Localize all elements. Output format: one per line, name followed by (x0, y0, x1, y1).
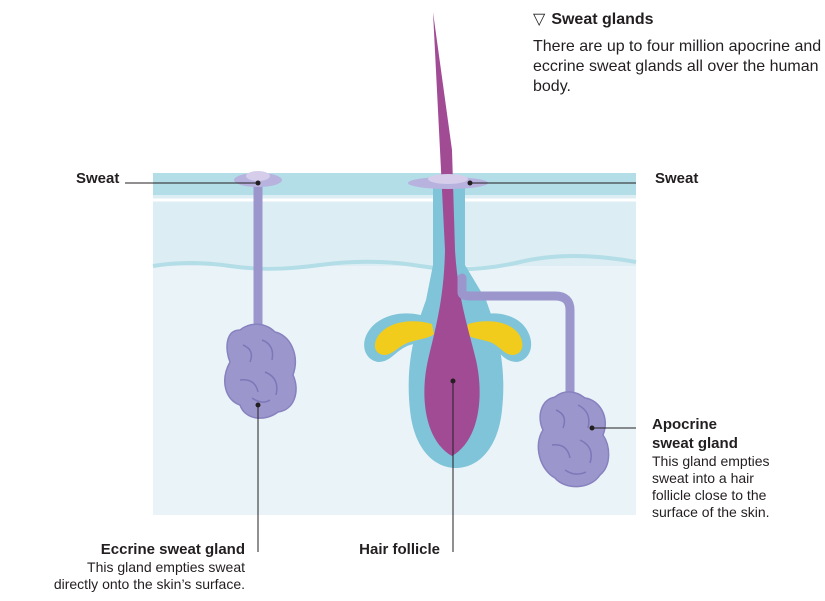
dot-hair-follicle (451, 379, 456, 384)
apocrine-desc-line-1: This gland empties (652, 453, 822, 470)
label-hair-follicle: Hair follicle (300, 540, 440, 559)
eccrine-title: Eccrine sweat gland (0, 540, 245, 559)
apocrine-desc-line-3: follicle close to the (652, 487, 822, 504)
triangle-marker-icon: ▽ (533, 11, 545, 28)
intro-title: Sweat glands (551, 11, 653, 28)
intro-heading: ▽ Sweat glands (533, 10, 654, 30)
apocrine-title-line-1: Apocrine (652, 415, 822, 434)
sweat-droplet-right-top (428, 174, 468, 184)
sweat-droplet-left-top (246, 171, 270, 181)
label-eccrine: Eccrine sweat gland This gland empties s… (0, 540, 245, 593)
dot-sweat-right (468, 181, 473, 186)
skin-surface-layer (153, 173, 636, 195)
apocrine-desc-line-4: surface of the skin. (652, 504, 822, 521)
dot-apocrine (590, 426, 595, 431)
eccrine-desc-line-1: This gland empties sweat (0, 559, 245, 576)
dot-sweat-left (256, 181, 261, 186)
label-sweat-left: Sweat (76, 169, 119, 188)
dot-eccrine (256, 403, 261, 408)
intro-description: There are up to four million apocrine an… (533, 37, 825, 97)
label-sweat-right: Sweat (655, 169, 698, 188)
label-apocrine: Apocrine sweat gland This gland empties … (652, 415, 822, 521)
apocrine-coil (538, 392, 608, 487)
apocrine-desc-line-2: sweat into a hair (652, 470, 822, 487)
apocrine-title-line-2: sweat gland (652, 434, 822, 453)
eccrine-desc-line-2: directly onto the skin’s surface. (0, 576, 245, 593)
